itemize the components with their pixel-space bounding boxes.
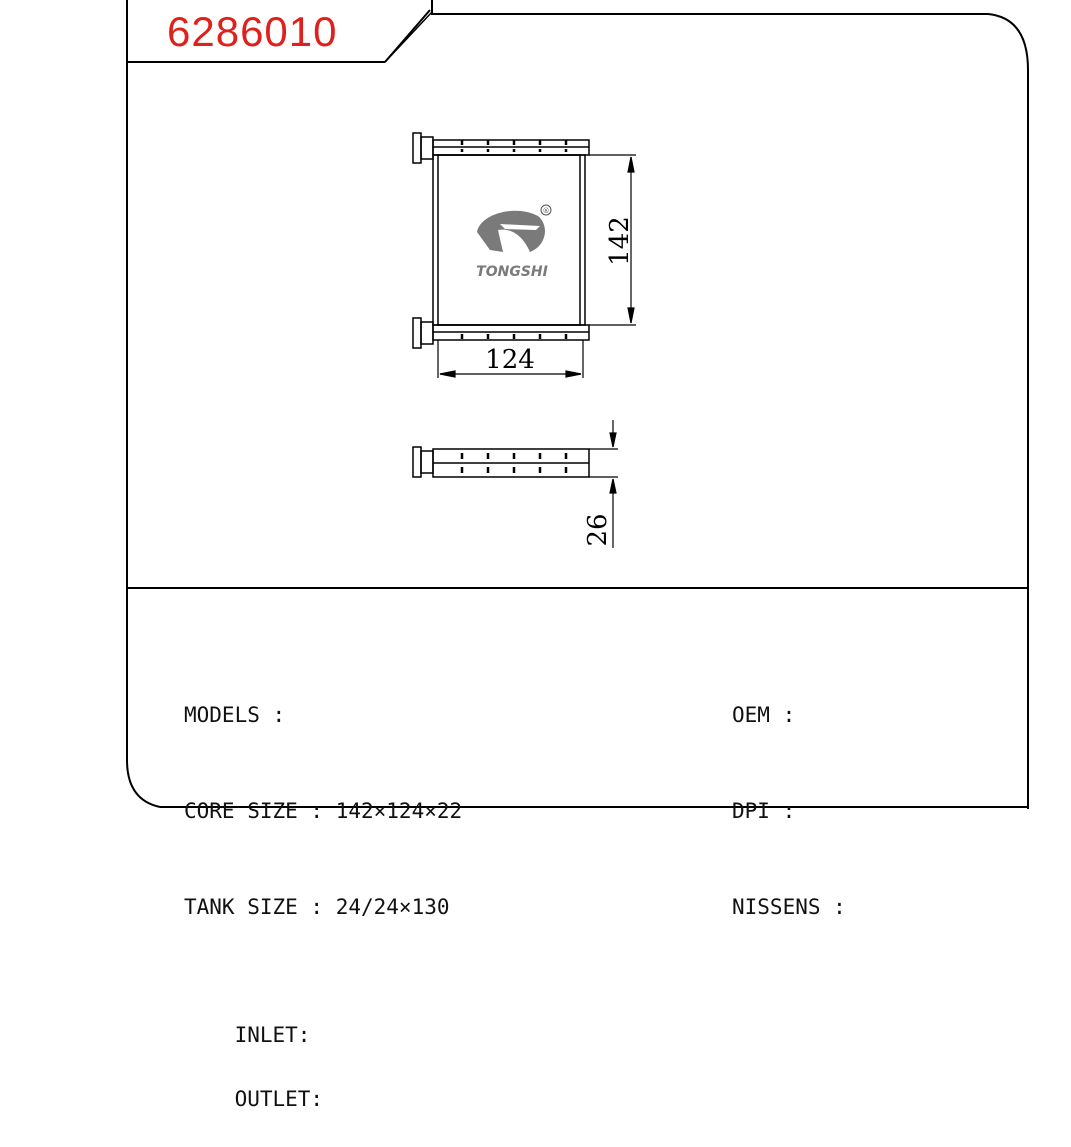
brand-name: TONGSHI bbox=[476, 264, 548, 280]
dimension-thickness-label: 26 bbox=[583, 513, 613, 546]
front-view bbox=[412, 132, 590, 349]
dimension-width-label: 124 bbox=[485, 345, 535, 375]
specs-right: OEM : DPI : NISSENS : bbox=[732, 635, 846, 955]
dpi-line: DPI : bbox=[732, 799, 796, 823]
core-size-line: CORE SIZE : 142×124×22 bbox=[184, 799, 463, 823]
technical-drawing: 142 124 ® TONGSHI bbox=[126, 0, 1029, 809]
registered-mark-circle bbox=[540, 204, 552, 216]
dimension-height-label: 142 bbox=[605, 216, 635, 266]
dimension-height bbox=[589, 154, 636, 326]
title-tab bbox=[126, 0, 433, 63]
models-line: MODELS : bbox=[184, 703, 286, 727]
crimp-marks-bottom bbox=[460, 334, 568, 339]
tank-size-line: TANK SIZE : 24/24×130 bbox=[184, 895, 450, 919]
side-view bbox=[412, 446, 590, 478]
logo-mark bbox=[477, 210, 545, 252]
outlet-label: OUTLET: bbox=[234, 1087, 324, 1111]
nissens-line: NISSENS : bbox=[732, 895, 846, 919]
brand-logo: ® TONGSHI bbox=[476, 204, 552, 280]
inlet-label: INLET: bbox=[234, 1023, 311, 1047]
crimp-marks-top bbox=[460, 140, 568, 152]
registered-mark: ® bbox=[543, 207, 550, 215]
part-number-title: 6286010 bbox=[167, 8, 338, 55]
dimension-width bbox=[437, 340, 584, 378]
specs-left: MODELS : CORE SIZE : 142×124×22 TANK SIZ… bbox=[184, 635, 463, 1111]
inlet-outlet-line: INLET: OUTLET: bbox=[184, 987, 462, 1111]
oem-line: OEM : bbox=[732, 703, 796, 727]
dimension-thickness bbox=[589, 420, 618, 548]
